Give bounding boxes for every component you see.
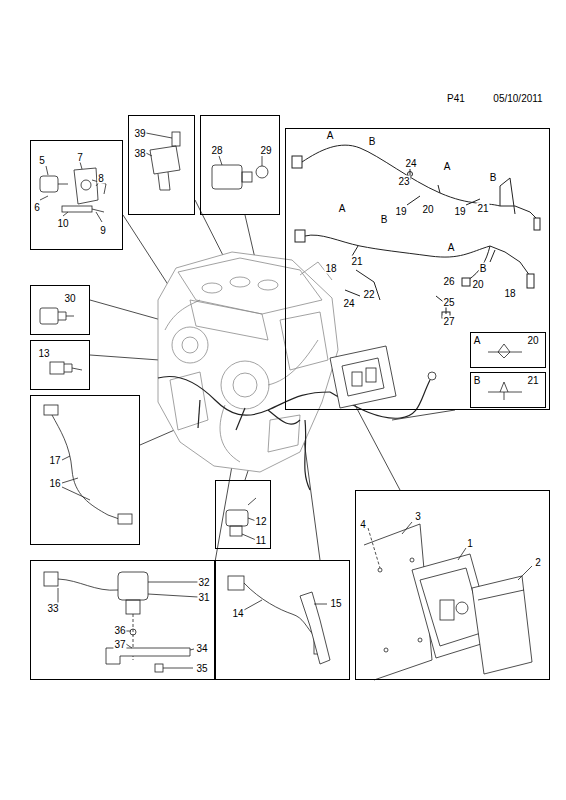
- callout-number: 11: [255, 535, 267, 546]
- callout-number: 30: [63, 293, 76, 304]
- callout-number: 15: [329, 598, 342, 609]
- callout-number: 29: [259, 145, 272, 156]
- callout-number: 33: [46, 603, 59, 614]
- callout-number: 24: [404, 158, 417, 169]
- inset-frame: 14 15: [215, 560, 350, 680]
- callout-number: 13: [37, 348, 50, 359]
- callout-number: 3: [414, 511, 422, 522]
- callout-number: 7: [76, 152, 84, 163]
- callout-number: 5: [38, 155, 46, 166]
- callout-number: 8: [97, 173, 105, 184]
- ecu-in-place: [330, 346, 436, 408]
- ecu-parts: [364, 522, 532, 680]
- callout-number: 39: [133, 128, 146, 139]
- sensor-28-29: [212, 156, 268, 189]
- inset-frame: 1716: [30, 395, 140, 545]
- inset-frame: 28 29: [200, 115, 280, 215]
- callout-number: 6: [33, 202, 41, 213]
- inset-frame: AB2423AB19201921AB2118AB20182422262527A2…: [285, 128, 550, 410]
- sensor-38-39: [146, 132, 180, 190]
- callout-number: 19: [394, 206, 407, 217]
- sensor-bracket-parts: [40, 162, 106, 222]
- callout-number: 32: [197, 577, 210, 588]
- callout-number: 21: [526, 375, 539, 386]
- callout-number: 20: [471, 279, 484, 290]
- sensor-13: [50, 362, 82, 374]
- callout-number: 1: [466, 538, 474, 549]
- wire-letter: A: [338, 203, 347, 214]
- inset-frame: 13: [30, 340, 90, 390]
- callout-number: 31: [197, 592, 210, 603]
- harness-parts: [292, 145, 540, 318]
- callout-number: 10: [56, 218, 69, 229]
- wire-letter: A: [326, 130, 335, 141]
- callout-number: 16: [48, 478, 61, 489]
- callout-number: 34: [195, 643, 208, 654]
- inset-frame: 4 3 1 2: [355, 490, 550, 680]
- callout-number: 38: [133, 148, 146, 159]
- callout-number: 28: [210, 145, 223, 156]
- inset-frame: A 20: [470, 332, 546, 368]
- sheet-label: 05/10/2011: [493, 93, 542, 104]
- solenoid-parts: [44, 572, 198, 672]
- callout-number: 18: [324, 263, 337, 274]
- inset-frame: 30: [30, 285, 90, 335]
- callout-number: 20: [421, 204, 434, 215]
- callout-number: 20: [526, 335, 539, 346]
- wire-letter: B: [489, 172, 498, 183]
- inset-frame: 39 38: [128, 115, 195, 215]
- wire-letter: B: [368, 136, 377, 147]
- callout-number: 21: [350, 256, 363, 267]
- wire-letter: A: [473, 335, 482, 346]
- oxygen-sensor-parts: [228, 576, 330, 664]
- callout-number: 23: [397, 176, 410, 187]
- callout-number: 21: [476, 203, 489, 214]
- frame-leaders: [90, 200, 455, 562]
- wire-letter: A: [443, 161, 452, 172]
- callout-number: 12: [254, 516, 267, 527]
- callout-number: 35: [195, 663, 208, 674]
- wire-letter: A: [447, 242, 456, 253]
- callout-number: 22: [362, 289, 375, 300]
- wire-letter: B: [473, 375, 482, 386]
- sensor-16-17: [44, 405, 132, 524]
- callout-number: 9: [99, 225, 107, 236]
- callout-number: 37: [113, 639, 126, 650]
- inset-frame: 12 11: [215, 480, 271, 549]
- sensor-11-12: [226, 498, 256, 540]
- inset-frame: B 21: [470, 372, 546, 408]
- wire-letter: B: [380, 214, 389, 225]
- callout-number: 24: [342, 298, 355, 309]
- sheet-label: P41: [447, 93, 465, 104]
- callout-number: 25: [442, 297, 455, 308]
- callout-number: 4: [359, 519, 367, 530]
- callout-number: 18: [503, 288, 516, 299]
- callout-number: 36: [113, 625, 126, 636]
- switch-30: [40, 308, 74, 324]
- callout-number: 2: [534, 557, 542, 568]
- inset-frame: 5 7 8 6 10 9: [30, 140, 123, 250]
- engine: [158, 252, 338, 472]
- callout-number: 26: [442, 276, 455, 287]
- inset-frame: 33 32 31 36 37 34 35: [30, 560, 215, 680]
- callout-number: 17: [48, 455, 61, 466]
- callout-number: 19: [453, 206, 466, 217]
- callout-number: 27: [442, 316, 455, 327]
- wire-letter: B: [479, 263, 488, 274]
- callout-number: 14: [231, 608, 244, 619]
